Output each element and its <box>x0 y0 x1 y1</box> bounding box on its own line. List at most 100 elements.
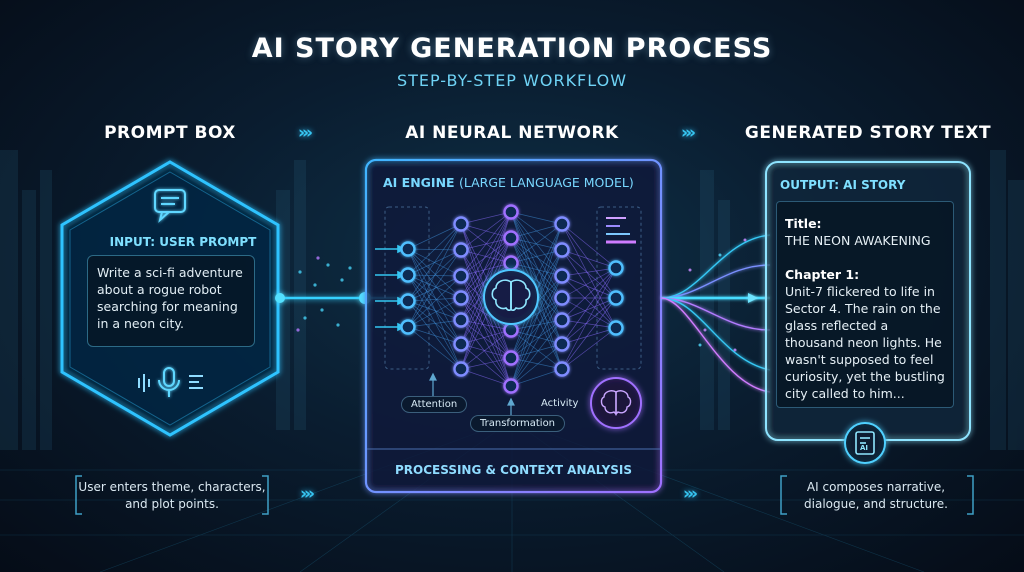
network-link <box>460 262 512 277</box>
network-link <box>407 297 462 302</box>
prompt-text-box[interactable]: Write a sci-fi adventure about a rogue r… <box>87 255 255 347</box>
network-node <box>503 255 519 271</box>
network-node <box>608 320 624 336</box>
heading-prompt-box: PROMPT BOX <box>104 123 236 143</box>
network-link <box>460 211 512 321</box>
network-link <box>460 262 512 299</box>
network-link <box>407 274 462 299</box>
network-link <box>561 297 617 370</box>
network-link <box>561 327 617 345</box>
network-node <box>503 322 519 338</box>
network-link <box>407 274 462 321</box>
text-lines-icon <box>189 375 203 389</box>
page-title: AI STORY GENERATION PROCESS <box>251 33 773 64</box>
network-node <box>453 216 469 232</box>
network-link <box>561 297 617 345</box>
network-link <box>460 275 512 387</box>
network-link <box>460 237 512 299</box>
prompt-note: User enters theme, characters, and plot … <box>78 480 266 511</box>
network-node <box>503 204 519 220</box>
network-link <box>510 297 563 359</box>
chevron-right-icon: ››› <box>681 123 696 143</box>
network-link <box>510 368 563 387</box>
network-link <box>510 237 563 251</box>
network-link <box>561 267 617 370</box>
waveform-icon <box>138 374 150 392</box>
network-link <box>407 275 462 328</box>
network-node <box>400 267 416 283</box>
network-node <box>400 319 416 335</box>
network-link <box>460 297 512 331</box>
network-node <box>453 268 469 284</box>
network-node <box>400 241 416 257</box>
network-link <box>407 300 462 370</box>
microphone-icon <box>158 367 180 397</box>
attention-pill: Attention <box>401 396 468 413</box>
network-link <box>561 249 617 299</box>
network-link <box>561 223 617 299</box>
network-node <box>608 260 624 276</box>
network-node <box>554 336 570 352</box>
network-node <box>554 216 570 232</box>
network-link <box>561 327 617 370</box>
network-link <box>510 275 563 387</box>
network-link <box>510 249 563 264</box>
network-link <box>561 223 617 269</box>
particle-dots-left <box>296 256 352 332</box>
network-link <box>561 267 617 321</box>
network-link <box>561 267 617 345</box>
network-link <box>407 248 462 299</box>
brain-icon <box>491 279 531 312</box>
network-link <box>407 300 462 345</box>
network-node <box>400 293 416 309</box>
network-link <box>510 275 563 359</box>
network-node <box>554 268 570 284</box>
network-link <box>561 267 617 277</box>
ai-document-icon <box>855 431 875 455</box>
network-node <box>503 378 519 394</box>
network-link <box>460 237 512 321</box>
network-link <box>460 357 512 370</box>
network-link <box>510 262 563 277</box>
network-link <box>510 319 563 387</box>
network-node <box>554 290 570 306</box>
heading-neural-network: AI NEURAL NETWORK <box>405 123 619 143</box>
chevron-right-icon: ››› <box>683 484 698 504</box>
network-link <box>407 326 462 370</box>
network-link <box>460 211 512 251</box>
city-skyline-right <box>700 150 1024 450</box>
particle-dots-right <box>688 238 747 352</box>
network-node <box>503 350 519 366</box>
network-link <box>460 211 512 277</box>
network-link <box>460 211 512 225</box>
network-link <box>407 297 462 328</box>
network-link <box>460 297 512 359</box>
network-link <box>460 297 512 387</box>
network-link <box>510 329 563 345</box>
transformation-pill: Transformation <box>470 415 566 432</box>
network-node <box>453 290 469 306</box>
network-link <box>510 319 563 359</box>
story-title-value: THE NEON AWAKENING <box>785 233 931 248</box>
story-title-label: Title: <box>785 216 822 231</box>
ai-document-icon-text: AI <box>860 444 869 452</box>
activity-label: Activity <box>541 398 579 409</box>
network-link <box>510 237 563 277</box>
network-link <box>510 211 563 225</box>
network-link <box>460 211 512 345</box>
network-link <box>460 249 512 264</box>
network-link <box>407 274 462 370</box>
network-link <box>561 297 617 329</box>
network-link <box>460 368 512 387</box>
chevron-right-icon: ››› <box>300 484 315 504</box>
network-link <box>460 249 512 387</box>
chapter-text: Unit-7 flickered to life in Sector 4. Th… <box>785 284 945 401</box>
network-link <box>510 249 563 387</box>
network-link <box>460 329 512 370</box>
network-link <box>561 249 617 269</box>
network-link <box>510 343 563 359</box>
network-node <box>554 242 570 258</box>
network-link <box>407 274 462 345</box>
activity-brain-icon <box>600 390 632 416</box>
network-node <box>453 361 469 377</box>
